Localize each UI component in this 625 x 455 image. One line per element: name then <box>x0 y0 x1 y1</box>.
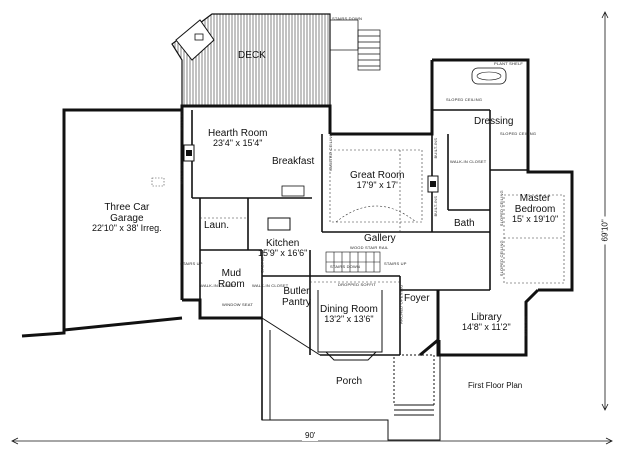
porch-label: Porch <box>336 376 363 387</box>
dressing-label: Dressing <box>474 116 514 127</box>
breakfast-table <box>281 185 305 197</box>
dining-room-label: Dining Room 13'2" x 13'6" <box>320 304 378 324</box>
sloped-ceiling-note-2: SLOPED CEILING <box>500 131 537 136</box>
porch-outline <box>261 317 441 441</box>
sloped-ceiling-note-4: SLOPED CEILING <box>498 240 504 277</box>
width-dimension: 90' <box>302 431 319 441</box>
deck-stairs <box>329 19 381 71</box>
walk-in-closet-mud-note: WALK-IN CLOSET <box>200 283 237 288</box>
built-ins-note-great-top: BUILT-INS <box>433 137 439 159</box>
plant-shelf-note: PLANT SHELF <box>494 61 524 66</box>
walk-in-closet-note: WALK-IN CLOSET <box>450 159 487 164</box>
bath-label: Bath <box>454 218 475 229</box>
bathtub <box>471 67 507 85</box>
deck-label: DECK <box>238 50 266 61</box>
window-seat-note: WINDOW SEAT <box>222 302 254 307</box>
garage-label: Three Car Garage 22'10" x 38' Irreg. <box>92 202 162 233</box>
breakfast-label: Breakfast <box>272 156 315 167</box>
built-ins-note-hearth-bottom: BUILT-INS <box>179 163 185 185</box>
vaulted-ceiling-note: VAULTED CEILING <box>327 133 333 172</box>
cabinets-note: CABINETS <box>259 251 265 273</box>
arched-opening-note: ARCHED OPENING <box>398 284 404 324</box>
library-label: Library 14'8" x 11'2" <box>462 312 511 332</box>
built-ins-note-library: BUILT-INS <box>523 315 529 337</box>
mud-room-label: Mud Room <box>218 268 245 290</box>
hearth-room-label: Hearth Room 23'4" x 15'4" <box>208 128 268 148</box>
dimension-lines <box>11 11 613 445</box>
butler-pantry-label: Butler Pantry <box>282 286 311 308</box>
great-room-label: Great Room 17'9" x 17' <box>350 170 405 190</box>
stairs-up-mud-note: STAIRS UP <box>180 261 203 266</box>
stairs-down-gallery-note: STAIRS DOWN <box>330 264 361 269</box>
laundry-label: Laun. <box>204 220 230 231</box>
built-ins-note-great-bottom: BUILT-INS <box>433 195 439 217</box>
foyer-label: Foyer <box>404 293 430 304</box>
dining-bay <box>317 290 383 361</box>
built-ins-note-hearth-top: BUILT-INS <box>179 109 185 131</box>
wood-stair-rail-note: WOOD STAIR RAIL <box>350 245 389 250</box>
walk-in-closet-pantry-note: WALK-IN CLOSET <box>252 283 289 288</box>
depth-dimension: 69'10" <box>601 216 611 245</box>
sloped-ceiling-note-1: SLOPED CEILING <box>446 97 483 102</box>
sloped-ceiling-note-3: SLOPED CEILING <box>498 190 504 227</box>
kitchen-label: Kitchen 15'9" x 16'6" <box>258 238 308 258</box>
exterior-walls <box>21 58 574 357</box>
gallery-stairs <box>325 251 381 273</box>
stairs-up-gallery-note: STAIRS UP <box>384 261 407 266</box>
kitchen-island <box>267 217 291 231</box>
dropped-soffit-note: DROPPED SOFFIT <box>338 282 376 287</box>
plan-title: First Floor Plan <box>468 381 523 390</box>
master-bedroom-label: Master Bedroom 15' x 19'10" <box>512 193 559 224</box>
stairs-down-note: STAIRS DOWN <box>332 16 363 21</box>
gallery-label: Gallery <box>364 233 396 244</box>
